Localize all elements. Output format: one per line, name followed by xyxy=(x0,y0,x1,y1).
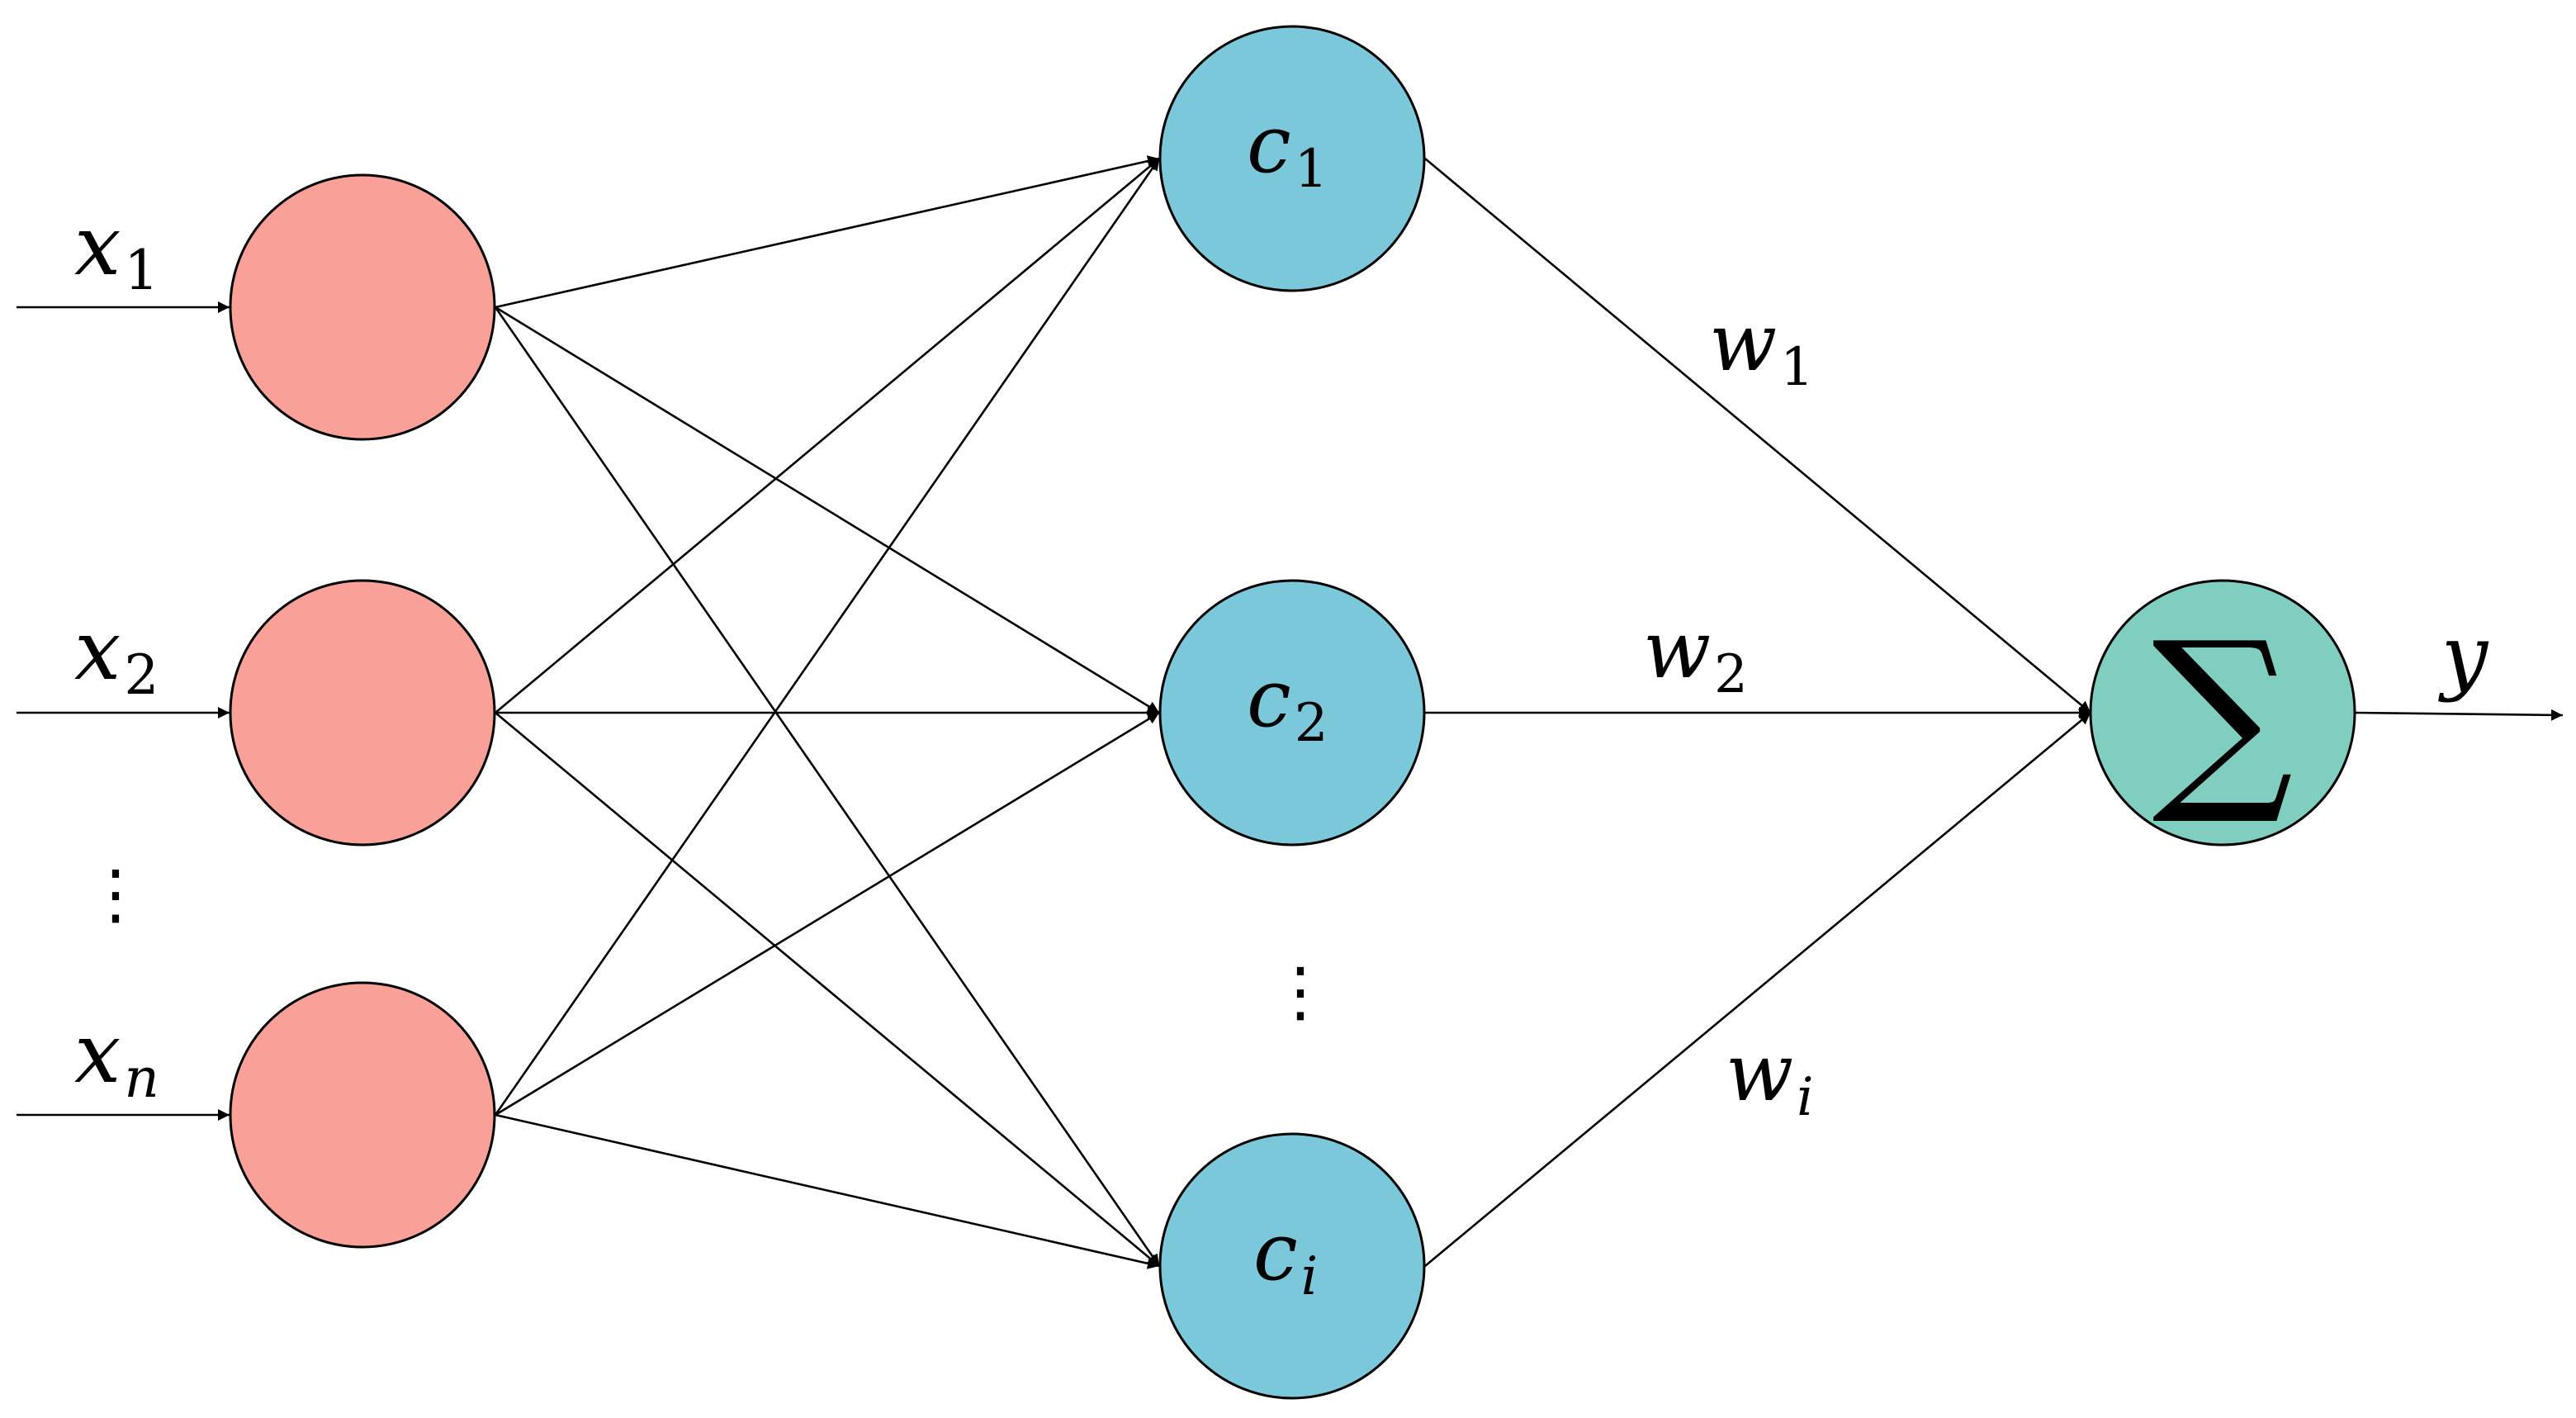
hidden-output-connections xyxy=(1424,158,2091,1267)
hidden-node-i xyxy=(1158,1132,1426,1400)
input-label-1: x1 xyxy=(74,197,159,302)
edge-xn-ci xyxy=(495,1113,1160,1269)
input-label-2: x2 xyxy=(74,602,159,707)
edge-c1-sum xyxy=(1424,158,2091,714)
summation-symbol: ∑ xyxy=(2152,599,2293,830)
edge-x1-c2 xyxy=(495,306,1160,714)
edge-x2-ci xyxy=(495,712,1160,1267)
edge-x1-c1 xyxy=(495,155,1160,309)
input-hidden-connections xyxy=(494,155,1161,1269)
hidden-label-2: c2 xyxy=(1247,652,1328,754)
input-ellipsis: ⋮ xyxy=(83,856,149,932)
edge-xn-c2 xyxy=(495,711,1160,1117)
hidden-label-i: ci xyxy=(1253,1206,1318,1307)
input-node-1 xyxy=(229,173,496,441)
output-arrow xyxy=(2355,709,2564,721)
weight-label-1: w1 xyxy=(1709,296,1814,398)
hidden-labels: c1 c2 ci ⋮ xyxy=(1247,98,1333,1307)
edge-xn-c1 xyxy=(494,158,1161,1116)
input-labels: x1 x2 xn ⋮ xyxy=(74,197,159,1110)
output-label: y xyxy=(2438,607,2489,704)
input-layer xyxy=(229,173,496,1249)
weight-labels: w1 w2 wi xyxy=(1643,296,1814,1128)
input-arrows xyxy=(17,301,230,1121)
hidden-label-1: c1 xyxy=(1247,98,1328,200)
input-node-2 xyxy=(229,579,496,847)
edge-x1-ci xyxy=(494,306,1161,1267)
edge-ci-sum xyxy=(1424,712,2091,1267)
edge-x2-c1 xyxy=(495,158,1160,714)
hidden-ellipsis: ⋮ xyxy=(1267,953,1333,1030)
hidden-node-2 xyxy=(1158,579,1426,847)
input-node-n xyxy=(229,981,496,1249)
weight-label-i: wi xyxy=(1726,1027,1814,1128)
hidden-layer xyxy=(1158,25,1426,1400)
weight-label-2: w2 xyxy=(1643,604,1748,705)
input-label-n: xn xyxy=(74,1005,159,1110)
summation-node xyxy=(2089,579,2356,847)
hidden-node-1 xyxy=(1158,25,1426,292)
